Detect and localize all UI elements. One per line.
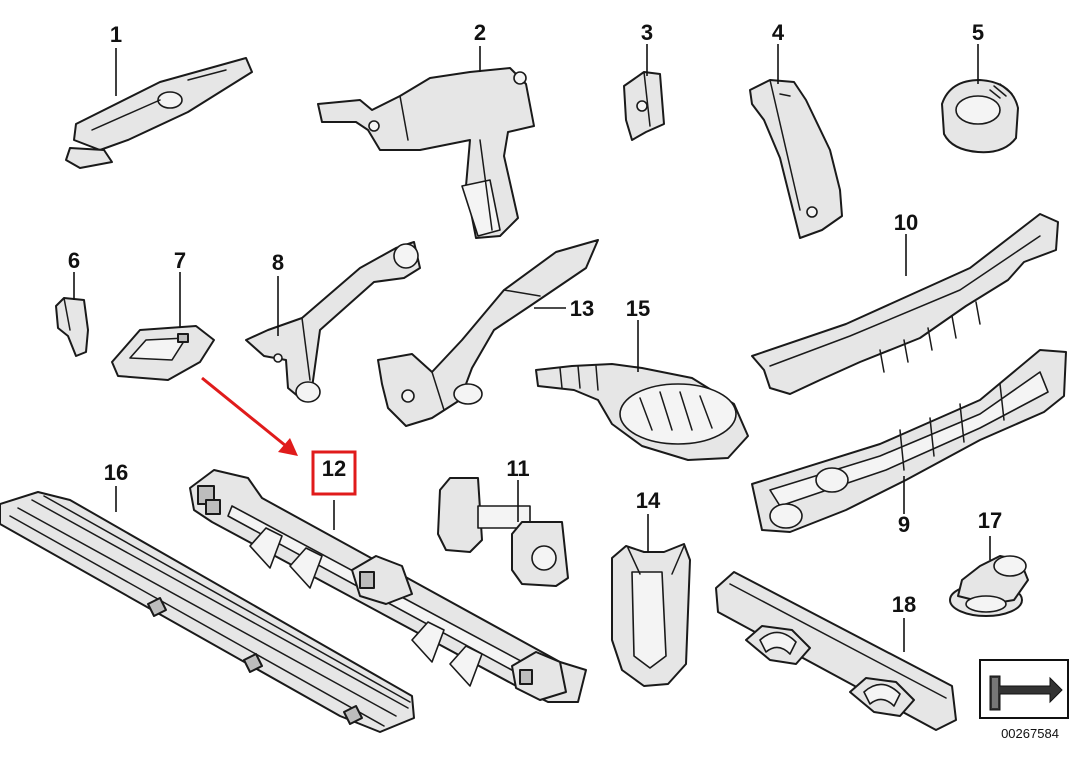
direction-arrow-icon	[989, 675, 1063, 711]
part-14-sleeve	[611, 543, 691, 687]
part-5-grommet	[941, 79, 1019, 154]
part-17-elbow	[949, 555, 1029, 617]
part-4-bracket	[749, 79, 843, 239]
part-13-bracket	[377, 239, 599, 427]
part-label-2: 2	[474, 20, 486, 45]
part-9-duct	[751, 349, 1067, 533]
part-label-13: 13	[570, 296, 594, 321]
pointer-arrow-icon	[201, 376, 298, 456]
part-label-12[interactable]: 12	[322, 456, 346, 481]
part-11-grommet	[437, 477, 569, 587]
part-label-5: 5	[972, 20, 984, 45]
part-16-rail	[0, 491, 415, 733]
part-label-9: 9	[898, 512, 910, 537]
part-18-rail	[715, 571, 957, 731]
part-label-7: 7	[174, 248, 186, 273]
part-label-17: 17	[978, 508, 1002, 533]
part-label-14: 14	[636, 488, 661, 513]
part-2-bracket	[317, 67, 535, 239]
part-15-boot	[535, 363, 749, 461]
part-7-mount	[111, 325, 215, 381]
part-3-clip	[623, 71, 665, 141]
part-label-4: 4	[772, 20, 785, 45]
part-label-18: 18	[892, 592, 916, 617]
part-6-clip	[55, 297, 89, 357]
reference-code: 00267584	[1001, 726, 1059, 741]
part-label-3: 3	[641, 20, 653, 45]
part-1-bracket	[65, 57, 253, 169]
part-label-6: 6	[68, 248, 80, 273]
part-label-15: 15	[626, 296, 650, 321]
part-label-10: 10	[894, 210, 918, 235]
part-10-holder	[751, 213, 1059, 395]
part-label-11: 11	[506, 456, 529, 481]
part-8-bracket	[245, 241, 421, 403]
reference-box	[979, 659, 1069, 719]
part-label-8: 8	[272, 250, 284, 275]
part-label-1: 1	[110, 22, 122, 47]
part-label-16: 16	[104, 460, 128, 485]
highlight-box	[311, 450, 357, 496]
part-12-carrier	[189, 469, 587, 703]
